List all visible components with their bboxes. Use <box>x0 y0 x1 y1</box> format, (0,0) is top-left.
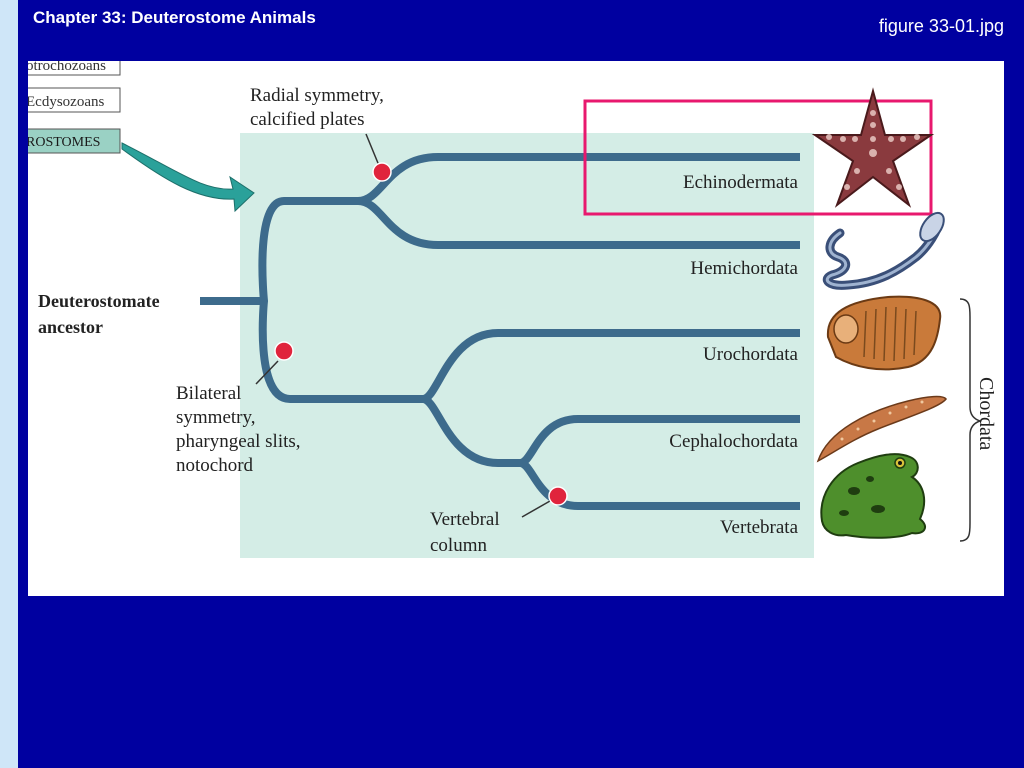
node-vertebral-column <box>548 486 568 506</box>
tunicate-illustration <box>826 295 942 371</box>
phylogeny-svg: otrochozoans Ecdysozoans ROSTOMES <box>28 61 997 558</box>
clade-box-ecdysozoans: Ecdysozoans <box>28 87 121 113</box>
highlight-box <box>583 99 933 216</box>
branch-root-split <box>258 197 318 403</box>
branch-olfactores <box>421 395 520 467</box>
frog-illustration <box>820 453 927 539</box>
leader-bilateral <box>255 360 279 385</box>
branch-urochordata <box>421 329 800 403</box>
clade-box-deuterostomes: ROSTOMES <box>28 128 121 154</box>
svg-text:ROSTOMES: ROSTOMES <box>28 135 100 150</box>
leader-vertebral <box>521 500 551 518</box>
svg-text:Ecdysozoans: Ecdysozoans <box>28 94 104 110</box>
taxon-urochordata: Urochordata <box>703 344 799 365</box>
starfish-illustration <box>811 87 935 208</box>
taxon-hemichordata: Hemichordata <box>690 258 798 279</box>
chordata-label: Chordata <box>975 377 997 450</box>
phylogeny-figure: otrochozoans Ecdysozoans ROSTOMES <box>28 61 1004 596</box>
acorn-worm-illustration <box>822 211 945 290</box>
clade-box-lophotrochozoans: otrochozoans <box>28 61 121 76</box>
branch-vertebrata <box>518 459 800 510</box>
taxon-vertebrata: Vertebrata <box>720 517 799 538</box>
taxon-echinodermata: Echinodermata <box>683 172 799 193</box>
trait-label-bilateral: Bilateral symmetry, pharyngeal slits, no… <box>176 383 305 476</box>
ancestor-label: Deuterostomate ancestor <box>38 291 164 337</box>
slide-title: Chapter 33: Deuterostome Animals <box>33 8 316 27</box>
left-stripe <box>0 0 18 768</box>
taxon-cephalochordata: Cephalochordata <box>669 431 798 452</box>
deuterostome-arrow <box>121 142 255 213</box>
chordata-bracket <box>959 298 983 542</box>
tree-branches <box>200 153 800 510</box>
svg-text:otrochozoans: otrochozoans <box>28 61 106 74</box>
trait-label-radial: Radial symmetry, calcified plates <box>250 85 389 130</box>
trait-label-vertebral: Vertebral column <box>430 509 504 556</box>
leader-radial <box>365 133 381 169</box>
branch-hemichordata <box>357 197 800 249</box>
node-radial-symmetry <box>372 162 392 182</box>
node-bilateral-symmetry <box>274 341 294 361</box>
file-label: figure 33-01.jpg <box>878 16 1004 36</box>
lancelet-illustration <box>816 395 947 463</box>
